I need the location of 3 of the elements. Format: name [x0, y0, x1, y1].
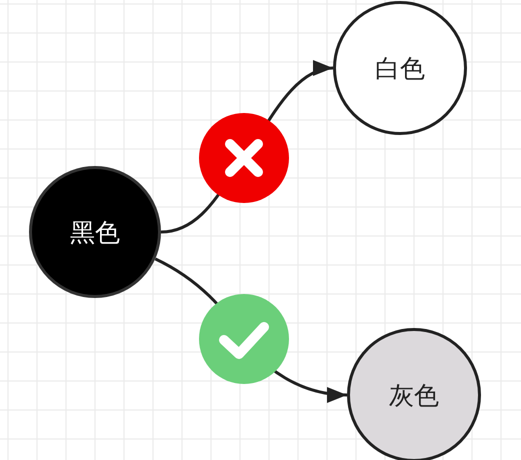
node-label: 白色 [375, 52, 425, 84]
node-label: 黑色 [70, 216, 120, 248]
node-label: 灰色 [389, 380, 439, 412]
